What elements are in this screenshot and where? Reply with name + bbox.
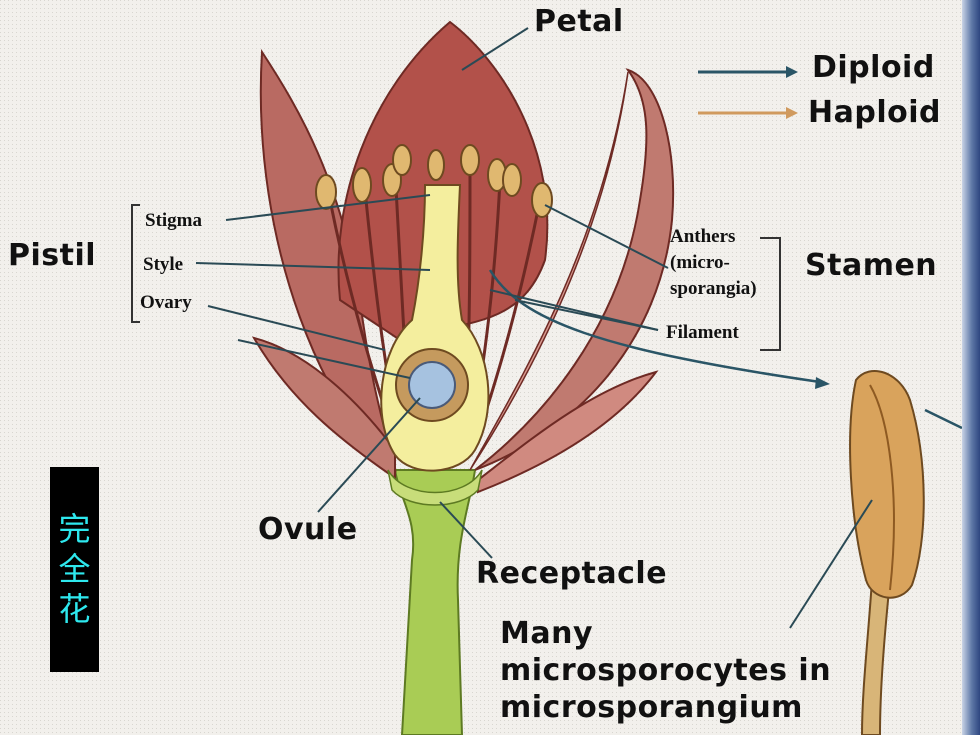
leader-lines (195, 27, 873, 629)
legend-diploid-label: Diploid (812, 50, 935, 85)
detached-filament (860, 579, 892, 735)
stamen-bracket (760, 237, 781, 351)
sepal-left (251, 336, 396, 480)
receptacle-shape (387, 469, 483, 506)
legend-haploid-arrow (698, 107, 798, 119)
ovary-label: Ovary (140, 292, 192, 313)
slide-edge-bar (962, 0, 980, 735)
stigma-label: Stigma (145, 210, 202, 231)
sepal-right (477, 370, 659, 494)
anthers (315, 144, 553, 218)
pistil-label: Pistil (8, 238, 97, 273)
petal-label: Petal (534, 4, 624, 39)
ovule-label: Ovule (258, 512, 358, 547)
ovule-shape (408, 361, 456, 409)
legend-haploid-label: Haploid (808, 95, 941, 130)
style-label: Style (143, 254, 184, 275)
stamen-label: Stamen (805, 248, 938, 283)
legend-diploid-arrow (698, 66, 798, 78)
receptacle-label: Receptacle (476, 556, 668, 591)
anthers-label: Anthers (micro- sporangia) (670, 226, 757, 299)
pistil-bracket (131, 204, 140, 323)
detached-anther (849, 370, 925, 599)
side-tag-box: 完 全 花 (50, 467, 99, 672)
detached-anther-groove (869, 384, 895, 591)
filament-label: Filament (666, 322, 739, 343)
side-tag-text: 完 全 花 (58, 510, 91, 628)
microsporocytes-label: Many microsporocytes in microsporangium (500, 616, 832, 725)
petal-right-inner (469, 71, 629, 471)
stamen-detail-arrow (488, 269, 821, 384)
edge-arrow-line (924, 408, 963, 430)
petal-right (474, 68, 675, 471)
stamen-detail-arrowhead (815, 377, 830, 389)
